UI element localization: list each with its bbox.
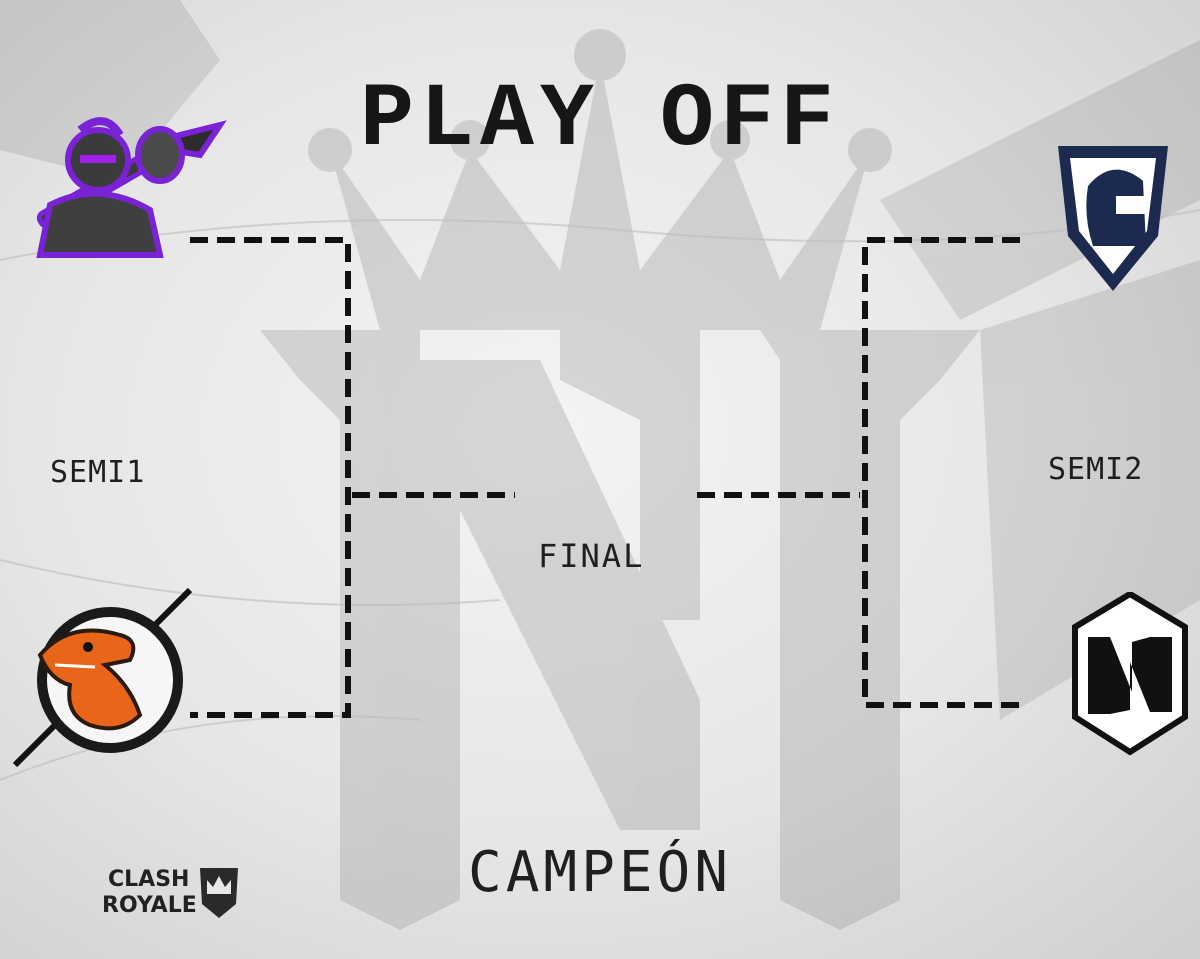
page-title: PLAY OFF: [359, 70, 841, 172]
navy-knight-helmet-logo: [1058, 146, 1168, 291]
clash-royale-logo: CLASH ROYALE: [102, 867, 238, 918]
champion-label: CAMPEÓN: [467, 840, 732, 905]
purple-knight-logo: [36, 117, 227, 258]
final-label: FINAL: [538, 537, 645, 575]
semi1-label: SEMI1: [50, 455, 146, 490]
royale-text: ROYALE: [102, 893, 197, 918]
semi2-label: SEMI2: [1048, 452, 1144, 487]
orange-dinosaur-logo: [12, 587, 193, 768]
clash-text: CLASH: [108, 867, 189, 892]
nh-monogram-logo: [1072, 592, 1188, 756]
